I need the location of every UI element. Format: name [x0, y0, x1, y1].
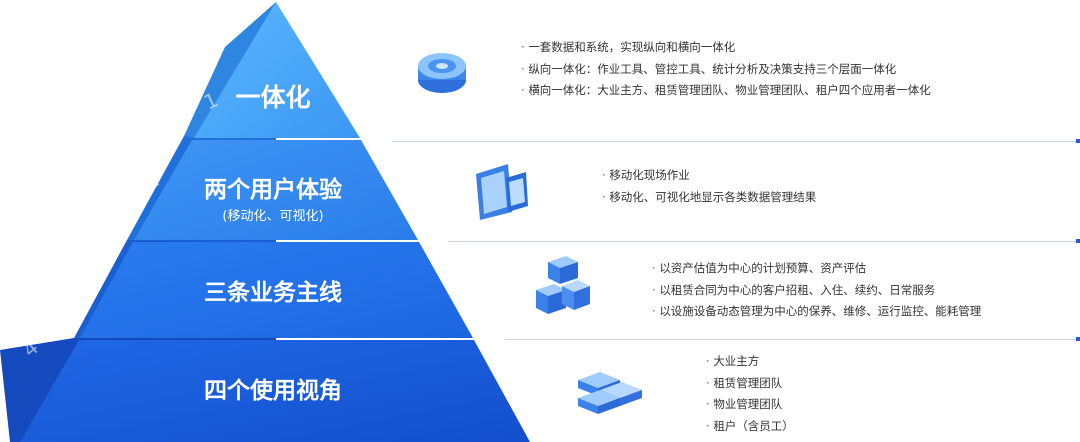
level-4-bullet: 物业管理团队	[706, 394, 794, 416]
separator-2	[448, 239, 1080, 243]
level-2-bullet: 移动化现场作业	[602, 165, 816, 187]
level-4-bullet: 租赁管理团队	[706, 373, 794, 395]
pyramid-level-1	[194, 2, 360, 138]
level-2-subtitle: (移动化、可视化)	[222, 209, 323, 224]
level-3-bullets: 以资产估值为中心的计划预算、资产评估 以租赁合同为中心的客户招租、入住、续约、日…	[652, 258, 981, 323]
level-4-bullet: 大业主方	[706, 351, 794, 373]
level-1-title: 一体化	[235, 83, 310, 112]
pyramid-level-2	[134, 140, 418, 240]
pyramid-level-3	[80, 242, 473, 338]
level-1-bullets: 一套数据和系统，实现纵向和横向一体化 纵向一体化：作业工具、管控工具、统计分析及…	[521, 37, 931, 102]
separator-3	[505, 337, 1080, 341]
level-2-bullet: 移动化、可视化地显示各类数据管理结果	[602, 187, 816, 209]
pyramid-level-4	[20, 340, 530, 442]
database-disk-icon	[418, 53, 466, 93]
server-stack-icon	[578, 372, 642, 414]
separator-1	[392, 139, 1080, 143]
level-2-title: 两个用户体验	[204, 176, 342, 203]
level-1-bullet: 一套数据和系统，实现纵向和横向一体化	[521, 37, 931, 59]
level-4-bullet: 租户（含员工）	[706, 416, 794, 438]
level-4-bullets: 大业主方 租赁管理团队 物业管理团队 租户（含员工）	[706, 351, 794, 437]
level-4-title: 四个使用视角	[204, 377, 342, 404]
level-3-bullet: 以租赁合同为中心的客户招租、入住、续约、日常服务	[652, 280, 981, 302]
stacked-boxes-icon	[536, 256, 590, 314]
level-3-bullet: 以设施设备动态管理为中心的保养、维修、运行监控、能耗管理	[652, 301, 981, 323]
level-1-bullet: 纵向一体化：作业工具、管控工具、统计分析及决策支持三个层面一体化	[521, 59, 931, 81]
level-2-bullets: 移动化现场作业 移动化、可视化地显示各类数据管理结果	[602, 165, 816, 208]
level-3-bullet: 以资产估值为中心的计划预算、资产评估	[652, 258, 981, 280]
level-3-title: 三条业务主线	[204, 279, 342, 306]
mobile-tablet-icon	[476, 164, 528, 220]
pyramid-diagram: 1 2 3 4 一体化 两个用户体验 (移动化、可视化) 三条业务主线 四个使用…	[0, 2, 530, 442]
level-3-number: 3	[77, 255, 101, 282]
level-1-bullet: 横向一体化：大业主方、租赁管理团队、物业管理团队、租户四个应用者一体化	[521, 80, 931, 102]
